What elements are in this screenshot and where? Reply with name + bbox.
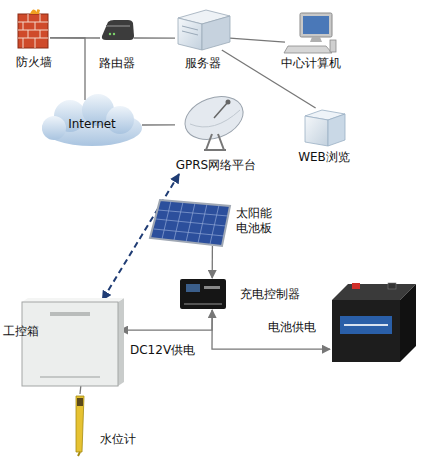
gprs-platform-node: GPRS网络平台 xyxy=(175,92,257,174)
node-label: 太阳能 电池板 xyxy=(236,206,278,236)
internet-cloud: Internet xyxy=(42,100,142,148)
node-label: 水位计 xyxy=(100,432,160,447)
computer-node: 中心计算机 xyxy=(285,12,337,54)
router-icon xyxy=(102,20,134,40)
control-cabinet-node: 工控箱 xyxy=(22,300,120,386)
connector-line xyxy=(120,310,212,330)
connector-line xyxy=(50,38,85,100)
cloud-shape xyxy=(42,94,142,146)
router-node: 路由器 xyxy=(100,20,134,40)
node-label: 服务器 xyxy=(153,56,253,71)
node-label: WEB浏览 xyxy=(274,150,374,165)
node-label: 充电控制器 xyxy=(240,287,320,302)
node-label: GPRS网络平台 xyxy=(156,158,276,173)
server-icon xyxy=(178,10,230,50)
battery-icon xyxy=(332,283,416,362)
firewall-icon xyxy=(18,9,48,48)
node-label: 电池供电 xyxy=(268,320,328,335)
water-level-probe-icon xyxy=(76,396,84,456)
control-cabinet-icon xyxy=(22,298,124,386)
node-label: Internet xyxy=(42,117,142,132)
server-node: 服务器 xyxy=(175,8,230,50)
water-level-meter-node: 水位计 xyxy=(72,394,88,456)
connector-line xyxy=(212,310,330,349)
firewall-node: 防火墙 xyxy=(18,12,50,48)
connector-line xyxy=(212,246,213,278)
web-server-icon xyxy=(305,110,345,146)
connector-line xyxy=(230,38,285,42)
node-label: 路由器 xyxy=(87,56,147,71)
charge-controller-node: 充电控制器 xyxy=(180,278,226,310)
battery-node: 电池供电 xyxy=(330,282,416,364)
node-label: 中心计算机 xyxy=(261,56,361,71)
node-label: 工控箱 xyxy=(3,324,47,339)
solar-panel-icon xyxy=(150,200,230,246)
computer-icon xyxy=(284,13,336,53)
charge-controller-icon xyxy=(180,279,226,309)
connector-line xyxy=(134,37,175,39)
satellite-dish-icon xyxy=(179,89,249,150)
connector-line xyxy=(142,124,175,125)
web-browse-node: WEB浏览 xyxy=(303,108,345,146)
edge-label: DC12V供电 xyxy=(130,343,195,358)
connector-line xyxy=(79,386,81,394)
node-label: 防火墙 xyxy=(4,55,64,70)
solar-panel-node: 太阳能 电池板 xyxy=(150,198,230,246)
